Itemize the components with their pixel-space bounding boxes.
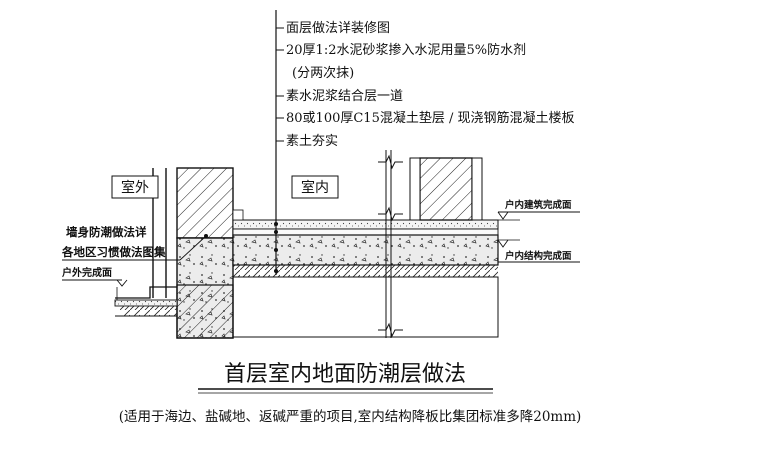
label-indoor: 室内 [301, 179, 329, 196]
label-outdoor: 室外 [121, 179, 149, 196]
callout-mortar: 20厚1:2水泥砂浆掺入水泥用量5%防水剂 [286, 42, 526, 58]
indoor-arch-finished-label: 户内建筑完成面 [504, 199, 572, 211]
callout-soil: 素土夯实 [286, 134, 338, 149]
outdoor-finished-label: 户外完成面 [61, 266, 112, 279]
interior-wall [232, 157, 483, 221]
callout-mortar-note: (分两次抹) [292, 65, 354, 81]
title-block: 首层室内地面防潮层做法 (适用于海边、盐碱地、返碱严重的项目,室内结构降板比集团… [119, 362, 582, 425]
callout-slab: 80或100厚C15混凝土垫层 / 现浇钢筋混凝土楼板 [286, 110, 575, 126]
wall-note-line2: 各地区习惯做法图集 [61, 245, 166, 259]
diagram-title: 首层室内地面防潮层做法 [224, 362, 466, 387]
indoor-level-markers: 户内建筑完成面 户内结构完成面 [497, 199, 580, 263]
callout-leader [274, 10, 284, 275]
outdoor-level-marker: 户外完成面 [61, 266, 128, 287]
callout-bond: 素水泥浆结合层一道 [286, 89, 403, 104]
wall-note-line1: 墙身防潮做法详 [66, 225, 147, 239]
wall-note: 墙身防潮做法详 各地区习惯做法图集 [61, 225, 208, 261]
room-labels: 室外 室内 [111, 175, 339, 199]
layer-callouts: 面层做法详装修图 20厚1:2水泥砂浆掺入水泥用量5%防水剂 (分两次抹) 素水… [286, 21, 575, 149]
diagram-subtitle: (适用于海边、盐碱地、返碱严重的项目,室内结构降板比集团标准多降20mm) [119, 408, 582, 425]
floor-buildup [232, 219, 499, 338]
outdoor-ground [114, 286, 178, 317]
indoor-struct-finished-label: 户内结构完成面 [504, 250, 572, 262]
callout-surface: 面层做法详装修图 [286, 21, 390, 36]
break-lines [378, 150, 403, 338]
